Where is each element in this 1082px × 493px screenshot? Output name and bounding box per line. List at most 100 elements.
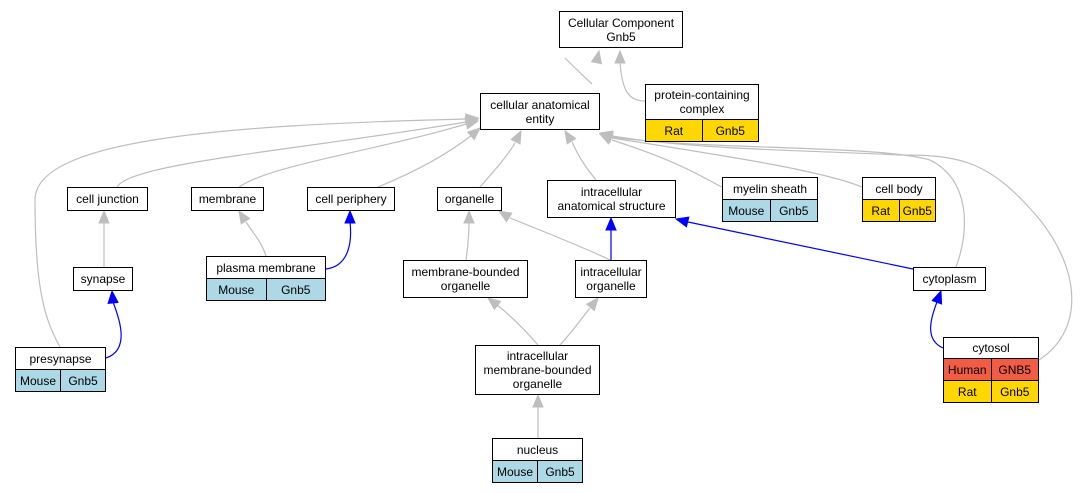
node-cellular-component[interactable]: Cellular Component Gnb5 xyxy=(559,11,683,48)
gene-label: Gnb5 xyxy=(60,370,105,391)
edge-cytosol-partof-cyto-arrowhead xyxy=(931,289,943,305)
node-label: cytosol xyxy=(972,341,1010,355)
edge-io-to-org-arrowhead xyxy=(497,210,513,223)
edge-imbo-to-mbo-arrowhead xyxy=(486,297,502,311)
node-cell-junction[interactable]: cell junction xyxy=(67,187,148,211)
edge-ias-to-cae xyxy=(571,141,597,181)
node-cell-periphery[interactable]: cell periphery xyxy=(307,187,395,211)
gene-label: Gnb5 xyxy=(898,200,935,221)
edge-pm-to-mem xyxy=(245,221,267,257)
edge-pm-to-mem-arrowhead xyxy=(238,209,251,225)
species-label: Rat xyxy=(863,200,899,221)
edge-io-partof-ias-arrowhead xyxy=(605,216,617,231)
edge-org-to-cae xyxy=(479,142,516,188)
node-membrane-bounded-organelle[interactable]: membrane-bounded organelle xyxy=(403,260,528,298)
species-row-mouse: Mouse Gnb5 xyxy=(723,199,817,221)
node-myelin-sheath[interactable]: myelin sheath Mouse Gnb5 xyxy=(722,177,818,222)
edge-cytosol-to-cae xyxy=(611,135,1073,361)
node-cytosol[interactable]: cytosol Human GNB5 Rat Gnb5 xyxy=(943,337,1039,403)
node-label: Cellular Component Gnb5 xyxy=(567,15,675,44)
node-intracellular-anatomical-structure[interactable]: intracellular anatomical structure xyxy=(547,180,676,218)
species-label: Mouse xyxy=(723,200,770,221)
node-nucleus[interactable]: nucleus Mouse Gnb5 xyxy=(492,438,583,483)
species-row-human: Human GNB5 xyxy=(944,358,1038,380)
edge-pre-to-cae xyxy=(34,118,467,348)
species-label: Mouse xyxy=(16,370,60,391)
node-cellular-anatomical-entity[interactable]: cellular anatomical entity xyxy=(480,93,600,130)
species-label: Rat xyxy=(944,381,991,402)
edge-cae-to-cc-arrowhead xyxy=(590,49,603,65)
edge-mem-to-cae xyxy=(238,123,467,188)
edge-cyto-to-cae xyxy=(611,136,965,268)
node-label: myelin sheath xyxy=(732,181,808,196)
edge-ias-to-cae-arrowhead xyxy=(564,129,577,145)
species-label: Mouse xyxy=(207,279,266,300)
node-label: synapse xyxy=(80,272,126,286)
node-cytoplasm[interactable]: cytoplasm xyxy=(913,267,986,291)
node-synapse[interactable]: synapse xyxy=(73,267,133,291)
node-presynapse[interactable]: presynapse Mouse Gnb5 xyxy=(15,347,106,392)
edge-cae-to-cc xyxy=(564,57,593,85)
edge-mbo-to-org xyxy=(465,221,470,261)
node-label: cell periphery xyxy=(315,192,387,206)
edge-cyto-partof-ias-arrowhead xyxy=(674,216,690,228)
edge-imbo-to-mbo xyxy=(496,304,539,346)
species-label: Rat xyxy=(646,120,702,141)
node-intracellular-membrane-bounded-organelle[interactable]: intracellular membrane-bounded organelle xyxy=(475,345,600,395)
node-label: cell body xyxy=(875,181,923,196)
node-label: nucleus xyxy=(516,442,559,457)
edge-cytosol-to-cae-arrowhead xyxy=(598,130,614,142)
species-row-mouse: Mouse Gnb5 xyxy=(493,460,582,482)
edge-io-to-org xyxy=(509,217,611,261)
edge-imbo-to-io-arrowhead xyxy=(585,296,599,312)
gene-label: GNB5 xyxy=(990,359,1038,380)
edge-ms-to-cae xyxy=(611,139,723,188)
species-label: Mouse xyxy=(493,461,537,482)
node-label: organelle xyxy=(444,192,495,206)
node-label: cellular anatomical entity xyxy=(490,97,590,126)
species-label: Human xyxy=(944,359,991,380)
node-label: intracellular membrane-bounded organelle xyxy=(483,349,592,391)
node-cell-body[interactable]: cell body Rat Gnb5 xyxy=(862,177,936,222)
node-label: cell junction xyxy=(76,192,139,206)
node-label: plasma membrane xyxy=(216,260,316,275)
species-row-rat: Rat Gnb5 xyxy=(944,380,1038,402)
node-label: intracellular anatomical structure xyxy=(557,185,666,213)
edge-org-to-cae-arrowhead xyxy=(510,129,522,145)
edge-pcc-to-cc-arrowhead xyxy=(614,49,626,64)
species-row-rat: Rat Gnb5 xyxy=(863,199,935,221)
edge-cb-to-cae xyxy=(611,137,863,188)
edge-pre-to-cae-arrowhead xyxy=(465,113,480,125)
gene-label: Gnb5 xyxy=(265,279,325,300)
node-membrane[interactable]: membrane xyxy=(191,187,264,211)
node-intracellular-organelle[interactable]: intracellular organelle xyxy=(575,260,647,298)
node-label: membrane xyxy=(198,192,257,206)
edge-pm-partof-cp xyxy=(325,221,352,270)
node-organelle[interactable]: organelle xyxy=(437,187,502,211)
edge-mbo-to-org-arrowhead xyxy=(463,209,475,224)
edge-cj-to-cae xyxy=(116,121,467,188)
edge-pm-partof-cp-arrowhead xyxy=(344,209,356,224)
gene-label: Gnb5 xyxy=(990,381,1038,402)
edge-cp-to-cae xyxy=(377,134,473,188)
edge-cyto-partof-ias xyxy=(687,221,914,270)
edge-nuc-to-imbo-arrowhead xyxy=(532,393,544,408)
edge-pre-partof-syn-arrowhead xyxy=(107,289,119,304)
node-label: membrane-bounded organelle xyxy=(411,265,520,293)
edge-cp-to-cae-arrowhead xyxy=(466,127,481,141)
edge-pre-partof-syn xyxy=(105,301,122,359)
gene-label: Gnb5 xyxy=(537,461,582,482)
species-row-mouse: Mouse Gnb5 xyxy=(207,278,325,300)
node-label: presynapse xyxy=(29,351,92,366)
node-label: cytoplasm xyxy=(922,272,977,286)
species-row-mouse: Mouse Gnb5 xyxy=(16,369,105,391)
gene-label: Gnb5 xyxy=(701,120,758,141)
edge-imbo-to-io xyxy=(559,307,591,346)
node-protein-containing-complex[interactable]: protein-containing complex Rat Gnb5 xyxy=(645,84,759,142)
edge-pcc-to-cc xyxy=(619,61,646,102)
species-row-rat: Rat Gnb5 xyxy=(646,119,758,141)
edge-syn-to-cj-arrowhead xyxy=(98,209,110,224)
node-plasma-membrane[interactable]: plasma membrane Mouse Gnb5 xyxy=(206,256,326,301)
